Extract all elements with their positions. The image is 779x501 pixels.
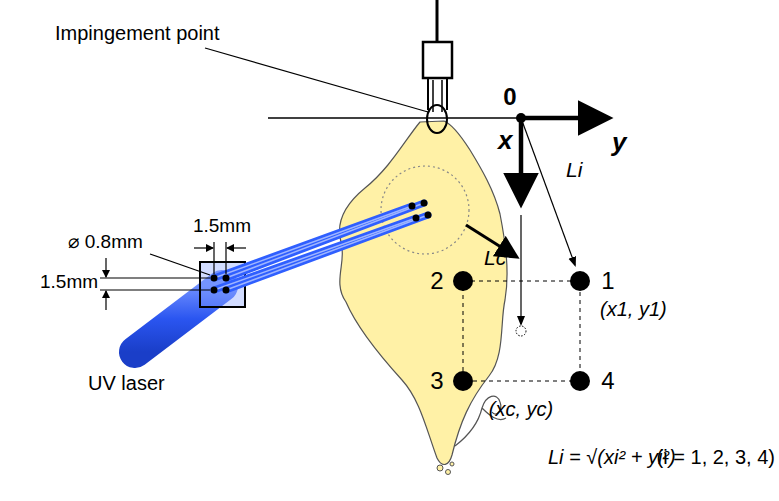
callout-number: 3 — [430, 368, 443, 394]
formula: (i = 1, 2, 3, 4) — [657, 446, 775, 468]
part-label: Impingement point — [55, 22, 220, 44]
coordinate-label: (x1, y1) — [600, 298, 667, 320]
callout-number: 1 — [601, 268, 614, 294]
coordinate-schematic — [453, 113, 600, 391]
callout-number: 2 — [430, 268, 443, 294]
callout-number: 4 — [601, 368, 614, 394]
dimension-label: 1.5mm — [40, 272, 98, 293]
leader-line — [205, 48, 428, 112]
length-label: Li — [566, 158, 582, 181]
length-label: Lc — [484, 246, 506, 269]
origin-label: 0 — [503, 84, 516, 110]
formula: Li = √(xi² + yi²) — [548, 446, 676, 468]
part-label: UV laser — [88, 372, 165, 394]
axis-label: x — [498, 126, 512, 155]
dimension-label: 1.5mm — [193, 216, 251, 237]
dimension-label: ⌀ 0.8mm — [68, 232, 143, 253]
spray-plume — [339, 121, 507, 464]
axis-label: y — [612, 128, 626, 157]
fiber-dots — [211, 200, 432, 294]
injector-face-line — [268, 117, 520, 119]
dimension-marks — [100, 242, 246, 310]
injector — [423, 0, 452, 112]
impingement-loop — [427, 105, 447, 133]
coordinate-label: (xc, yc) — [489, 398, 553, 420]
